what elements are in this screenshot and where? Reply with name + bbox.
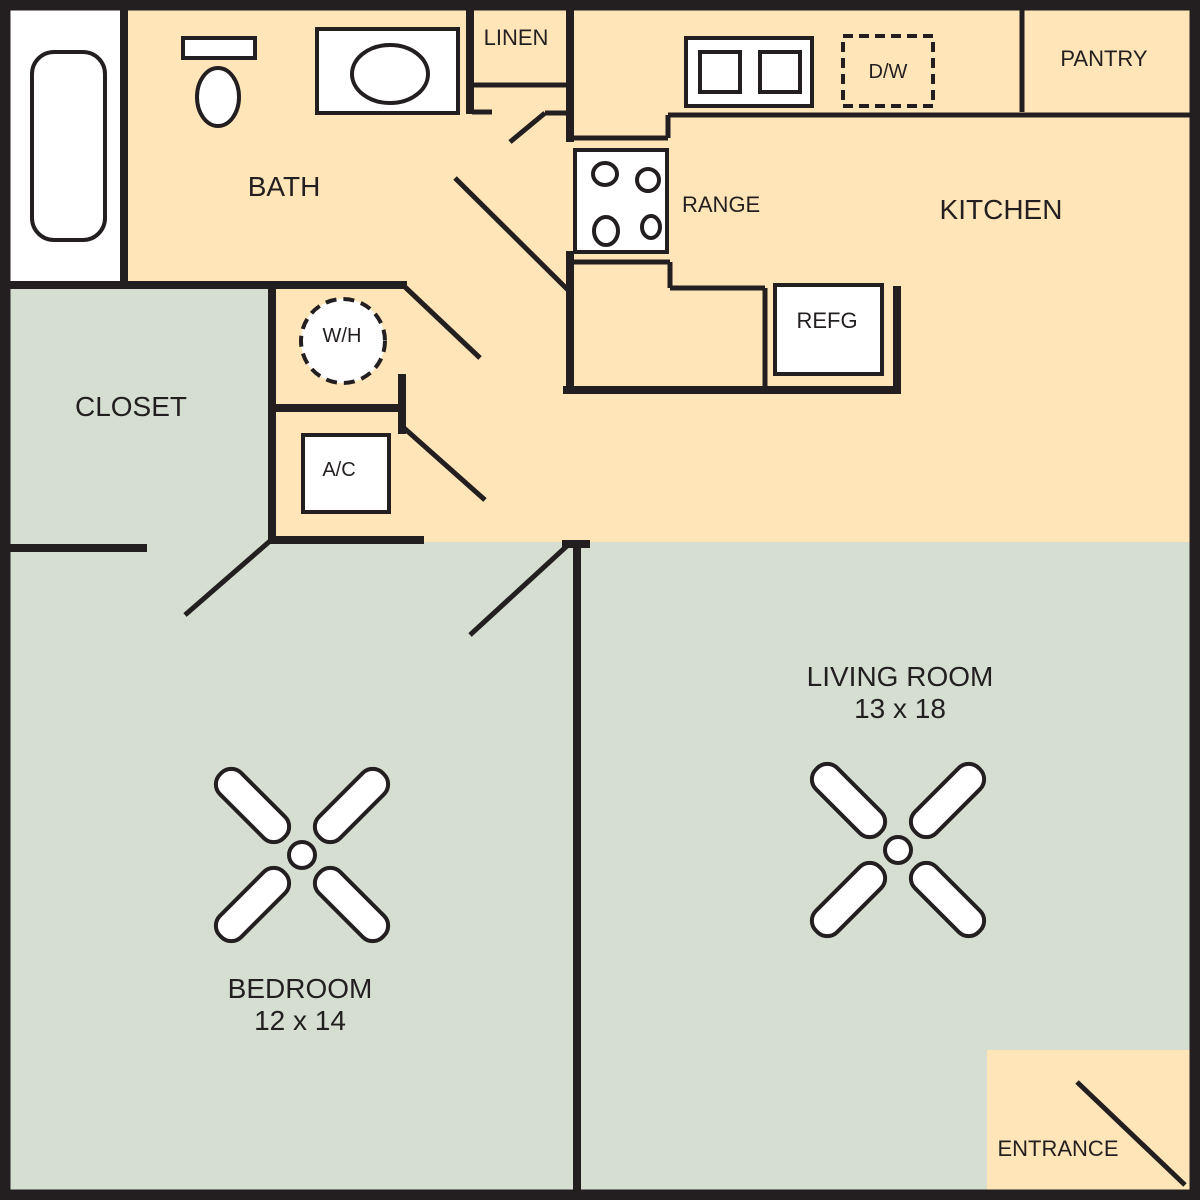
toilet-bowl <box>195 66 241 128</box>
ac-label: A/C <box>322 459 355 481</box>
refrigerator-label: REFG <box>796 308 857 333</box>
room-label-entrance: ENTRANCE <box>997 1136 1118 1161</box>
interior-walls <box>6 6 1190 1194</box>
room-label-living: LIVING ROOM <box>807 661 994 692</box>
ceiling-fan-icon <box>809 761 987 939</box>
toilet-tank <box>181 36 257 60</box>
sink-bowl-right <box>758 50 802 94</box>
burner <box>635 167 661 193</box>
entrance-floor <box>987 1050 1192 1192</box>
water-heater-label: W/H <box>323 325 362 347</box>
water-heater <box>299 297 387 385</box>
range-label: RANGE <box>682 192 760 217</box>
burner <box>640 214 662 240</box>
room-label-closet: CLOSET <box>75 391 187 422</box>
ac-unit <box>301 433 391 514</box>
sink-basin <box>350 43 430 105</box>
room-size-bedroom: 12 x 14 <box>254 1005 346 1036</box>
dishwasher-label: D/W <box>869 61 908 83</box>
ceiling-fan-icon <box>213 766 391 944</box>
refrigerator <box>773 283 884 376</box>
room-label-linen: LINEN <box>484 25 549 50</box>
closet-floor <box>10 285 272 545</box>
burner <box>592 215 620 247</box>
bathtub <box>30 50 107 242</box>
room-label-bedroom: BEDROOM <box>228 973 373 1004</box>
room-size-living: 13 x 18 <box>854 693 946 724</box>
sink-bowl-left <box>698 50 742 94</box>
burner <box>591 161 619 187</box>
room-label-pantry: PANTRY <box>1060 46 1148 71</box>
room-label-bath: BATH <box>248 171 321 202</box>
room-label-kitchen: KITCHEN <box>940 194 1063 225</box>
